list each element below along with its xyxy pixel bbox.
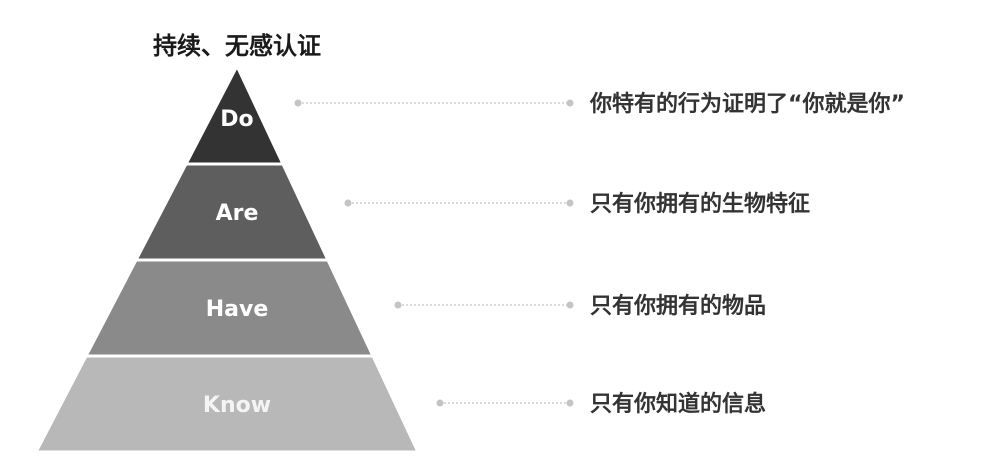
level-description-are: 只有你拥有的生物特征 <box>590 191 810 217</box>
leader-end-dot-are <box>566 199 574 207</box>
pyramid-title: 持续、无感认证 <box>153 32 321 60</box>
leader-start-dot-have <box>394 301 402 309</box>
level-label-have: Have <box>206 297 269 322</box>
leader-end-dot-have <box>566 301 574 309</box>
level-description-have: 只有你拥有的物品 <box>590 293 766 319</box>
level-description-know: 只有你知道的信息 <box>590 391 766 417</box>
leader-start-dot-do <box>294 99 302 107</box>
level-descriptions: 你特有的行为证明了“你就是你” 只有你拥有的生物特征只有你拥有的物品只有你知道的信… <box>589 91 905 417</box>
leader-start-dot-know <box>436 399 444 407</box>
level-label-do: Do <box>220 107 253 132</box>
pyramid-level-know <box>34 354 420 454</box>
leader-end-dot-know <box>566 399 574 407</box>
level-label-know: Know <box>203 393 271 418</box>
leader-start-dot-are <box>344 199 352 207</box>
leader-lines <box>294 99 574 407</box>
level-label-are: Are <box>216 201 259 226</box>
level-description-do: 你特有的行为证明了“你就是你” <box>589 91 905 117</box>
leader-end-dot-do <box>566 99 574 107</box>
